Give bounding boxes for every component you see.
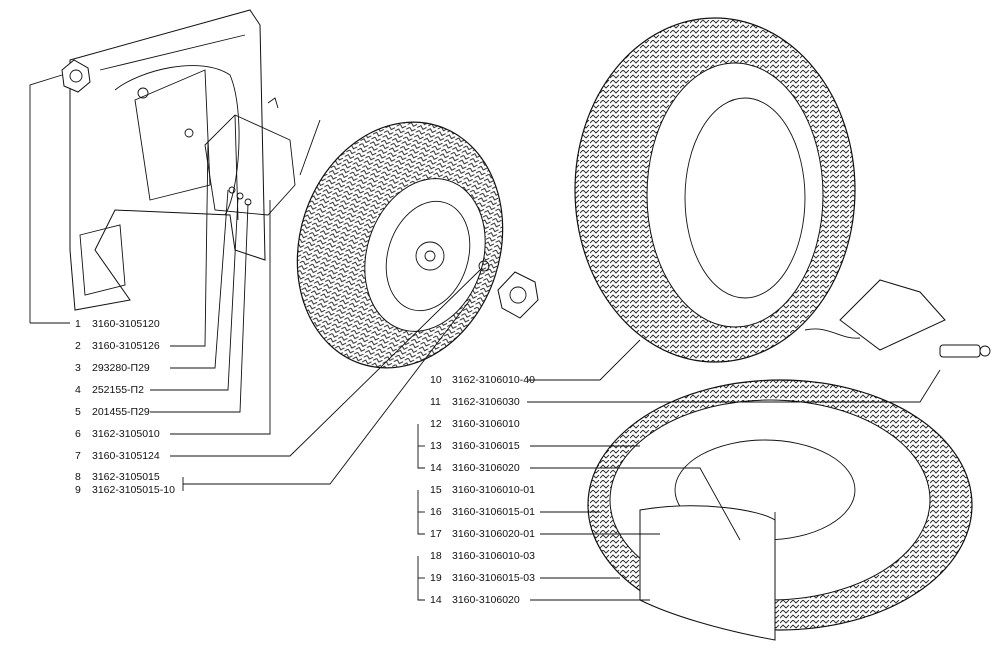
- callout-number: 18: [430, 550, 442, 562]
- callout-part: 3162-3106030: [452, 396, 520, 408]
- callout-number: 19: [430, 572, 442, 584]
- callout-part: 3160-3106010: [452, 418, 520, 430]
- wheel-with-tire-icon: [296, 119, 504, 369]
- callout-number: 16: [430, 506, 442, 518]
- callout-part: 3160-3106010-01: [452, 484, 535, 496]
- callout-part: 3160-3106015-01: [452, 506, 535, 518]
- callout-part: 3160-3106010-03: [452, 550, 535, 562]
- callout-number: 7: [75, 450, 81, 462]
- tire-icon: [574, 17, 856, 363]
- callout-part: 3160-3105120: [92, 318, 160, 330]
- callout-part: 3160-3106015-03: [452, 572, 535, 584]
- valve-icon: [804, 279, 991, 358]
- callout-number: 13: [430, 440, 442, 452]
- tire-cutaway-icon: [587, 379, 973, 641]
- callout-number: 9: [75, 484, 81, 496]
- callout-number: 4: [75, 384, 81, 396]
- callout-number: 15: [430, 484, 442, 496]
- callout-part: 3162-3105010: [92, 428, 160, 440]
- callout-part: 3160-3106020: [452, 462, 520, 474]
- callout-number: 11: [430, 396, 441, 408]
- callout-part: 3162-3106010-40: [452, 374, 535, 386]
- callout-number: 10: [430, 374, 442, 386]
- wheel-nut-icon: [478, 260, 539, 319]
- callout-part: 3160-3106020: [452, 594, 520, 606]
- callout-part: 3160-3106020-01: [452, 528, 535, 540]
- callout-part: 3162-3105015-10: [92, 484, 175, 496]
- callout-number: 3: [75, 362, 81, 374]
- callout-list: 1 3160-3105120 2 3160-3105126 3 293280-П…: [75, 318, 535, 606]
- callout-number: 1: [75, 318, 81, 330]
- leader-lines: [29, 74, 941, 601]
- callout-number: 17: [430, 528, 442, 540]
- callout-part: 252155-П2: [92, 384, 144, 396]
- callout-part: 3162-3105015: [92, 471, 160, 483]
- callout-number: 14: [430, 594, 442, 606]
- callout-number: 12: [430, 418, 442, 430]
- callout-part: 293280-П29: [92, 362, 150, 374]
- callout-number: 14: [430, 462, 442, 474]
- callout-number: 5: [75, 406, 81, 418]
- callout-number: 8: [75, 471, 81, 483]
- callout-part: 3160-3105126: [92, 340, 160, 352]
- callout-part: 3160-3105124: [92, 450, 160, 462]
- body-panel-bracket: [69, 9, 296, 311]
- callout-part: 201455-П29: [92, 406, 150, 418]
- callout-number: 2: [75, 340, 81, 352]
- wing-nut-icon: [61, 59, 91, 93]
- callout-part: 3160-3106015: [452, 440, 520, 452]
- callout-number: 6: [75, 428, 81, 440]
